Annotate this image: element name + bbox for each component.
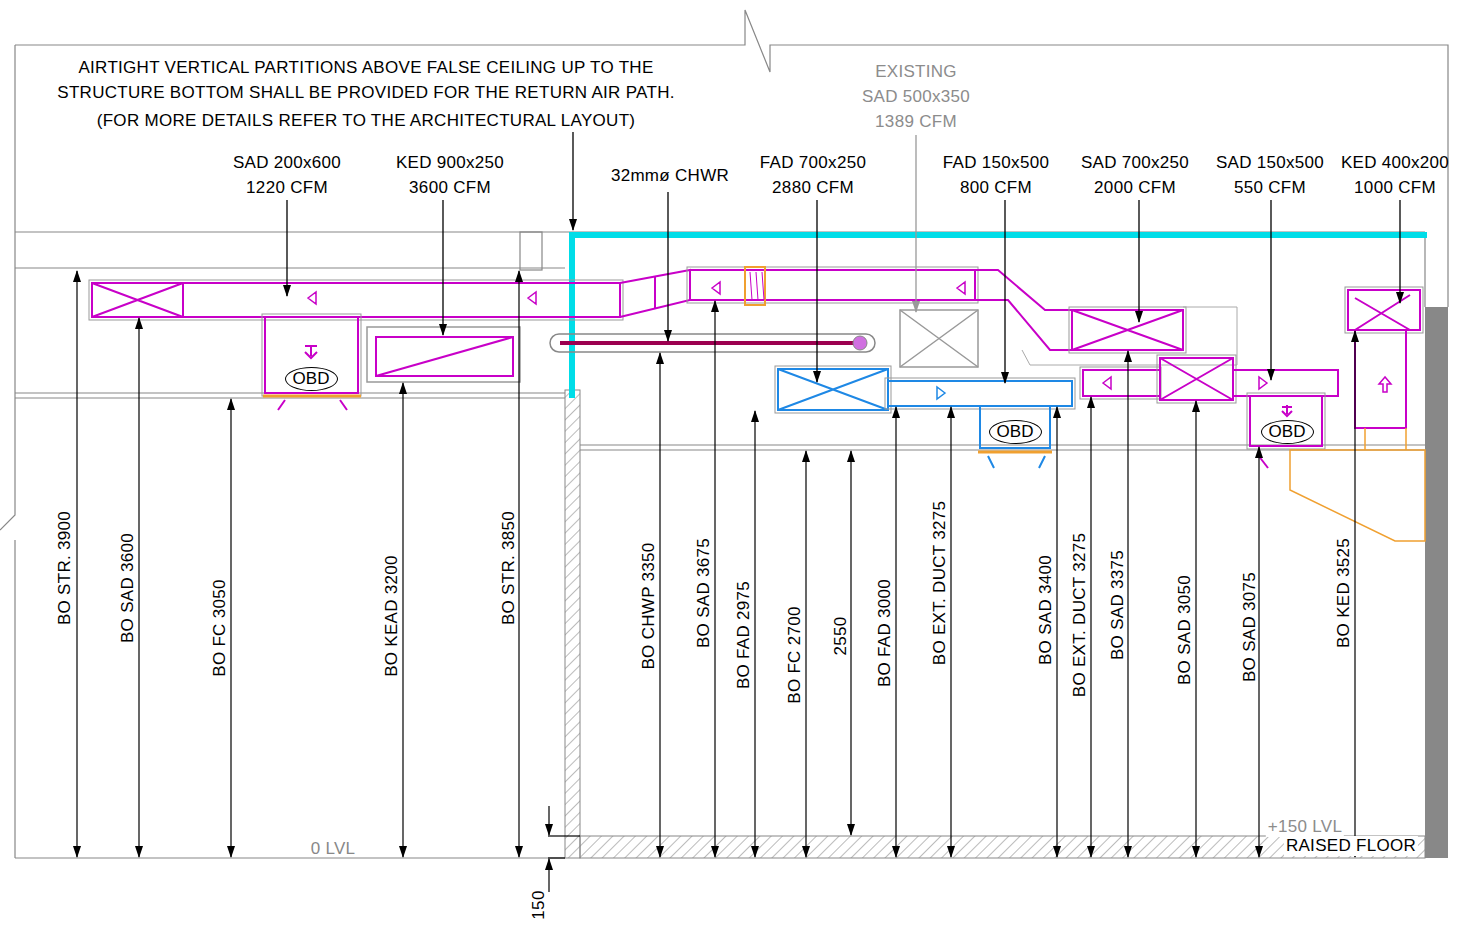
callout-label: AIRTIGHT VERTICAL PARTITIONS ABOVE FALSE… [78,58,653,78]
dimension-line [518,271,519,857]
dimension-label: BO SAD 3675 [695,538,712,648]
dimension-label: BO SAD 3375 [1109,550,1126,660]
callout-label: STRUCTURE BOTTOM SHALL BE PROVIDED FOR T… [57,83,675,103]
callout-label: KED 900x250 [396,153,504,173]
damper-tag: OBD [1261,420,1314,444]
structure [15,232,1425,858]
dimension-label: BO KED 3525 [1335,538,1352,648]
callout-label: EXISTING [875,62,957,82]
dimension-label: BO FAD 2975 [735,581,752,689]
dimension-label: BO SAD 3600 [119,533,136,643]
callout-label: 1389 CFM [875,112,957,132]
dimensions [77,271,1355,892]
damper-label: OBD [997,423,1034,441]
existing-duct [900,310,978,367]
dimension-line [950,407,951,857]
dimension-label: BO EXT. DUCT 3275 [1071,533,1088,697]
callout-label: 1000 CFM [1354,178,1436,198]
callout-label: SAD 500x350 [862,87,970,107]
callout-label: 2000 CFM [1094,178,1176,198]
dimension-line [1090,397,1091,857]
chw-pipe [550,334,875,352]
callout-label: RAISED FLOOR [1284,836,1418,856]
dimension-line [805,451,806,857]
dimension-line [754,411,755,857]
dimension-line [1056,407,1057,857]
dimension-line [402,383,403,857]
dimension-label: 2550 [832,616,849,655]
callout-label: 2880 CFM [772,178,854,198]
callout-label: SAD 700x250 [1081,153,1189,173]
dimension-line [714,301,715,857]
damper-label: OBD [1269,423,1306,441]
dimension-label: BO SAD 3050 [1176,575,1193,685]
callout-label: +150 LVL [1266,817,1344,837]
dimension-label: BO SAD 3400 [1037,555,1054,665]
damper-tag: OBD [285,367,338,391]
callout-label: KED 400x200 [1341,153,1449,173]
damper-tag: OBD [989,420,1042,444]
dimension-line [76,271,77,857]
leaders [287,132,1400,383]
dimension-label: BO SAD 3075 [1241,572,1258,682]
dimension-label: 150 [530,890,547,919]
dimension-label: BO KEAD 3200 [383,555,400,677]
border [0,10,1448,858]
callout-label: 1220 CFM [246,178,328,198]
fresh-air-duct [775,366,1075,468]
damper-label: OBD [293,370,330,388]
callout-label: 800 CFM [960,178,1032,198]
dimension-line [1354,331,1355,857]
raised-floor [580,836,1425,858]
callout-label: 550 CFM [1234,178,1306,198]
dimension-line [1127,351,1128,857]
callout-label: 0 LVL [311,839,356,859]
wall-hatch [565,390,580,858]
dimension-label: BO FAD 3000 [876,579,893,687]
partition [569,232,1427,398]
dimension-line [659,353,660,857]
dimension-line [1258,447,1259,857]
wall [1425,307,1448,858]
callout-label: SAD 150x500 [1216,153,1324,173]
dimension-label: BO EXT. DUCT 3275 [931,501,948,665]
dimension-line [138,318,139,857]
dimension-line [230,399,231,857]
dimension-line [1195,401,1196,857]
callout-label: 32mmø CHWR [611,166,729,186]
dimension-line [895,407,896,857]
callout-label: FAD 150x500 [943,153,1049,173]
supply-duct [89,267,1423,468]
dimension-label: BO FC 3050 [211,579,228,677]
dimension-label: BO CHWP 3350 [640,542,657,669]
diffuser-plenum [1290,450,1425,541]
dimension-label: BO STR. 3900 [56,511,73,625]
callout-label: SAD 200x600 [233,153,341,173]
callout-label: FAD 700x250 [760,153,866,173]
dimension-label: BO FC 2700 [786,606,803,704]
dimension-label: BO STR. 3850 [500,511,517,625]
callout-label: 3600 CFM [409,178,491,198]
dimension-line [850,451,851,835]
callout-label: (FOR MORE DETAILS REFER TO THE ARCHITECT… [97,111,636,131]
